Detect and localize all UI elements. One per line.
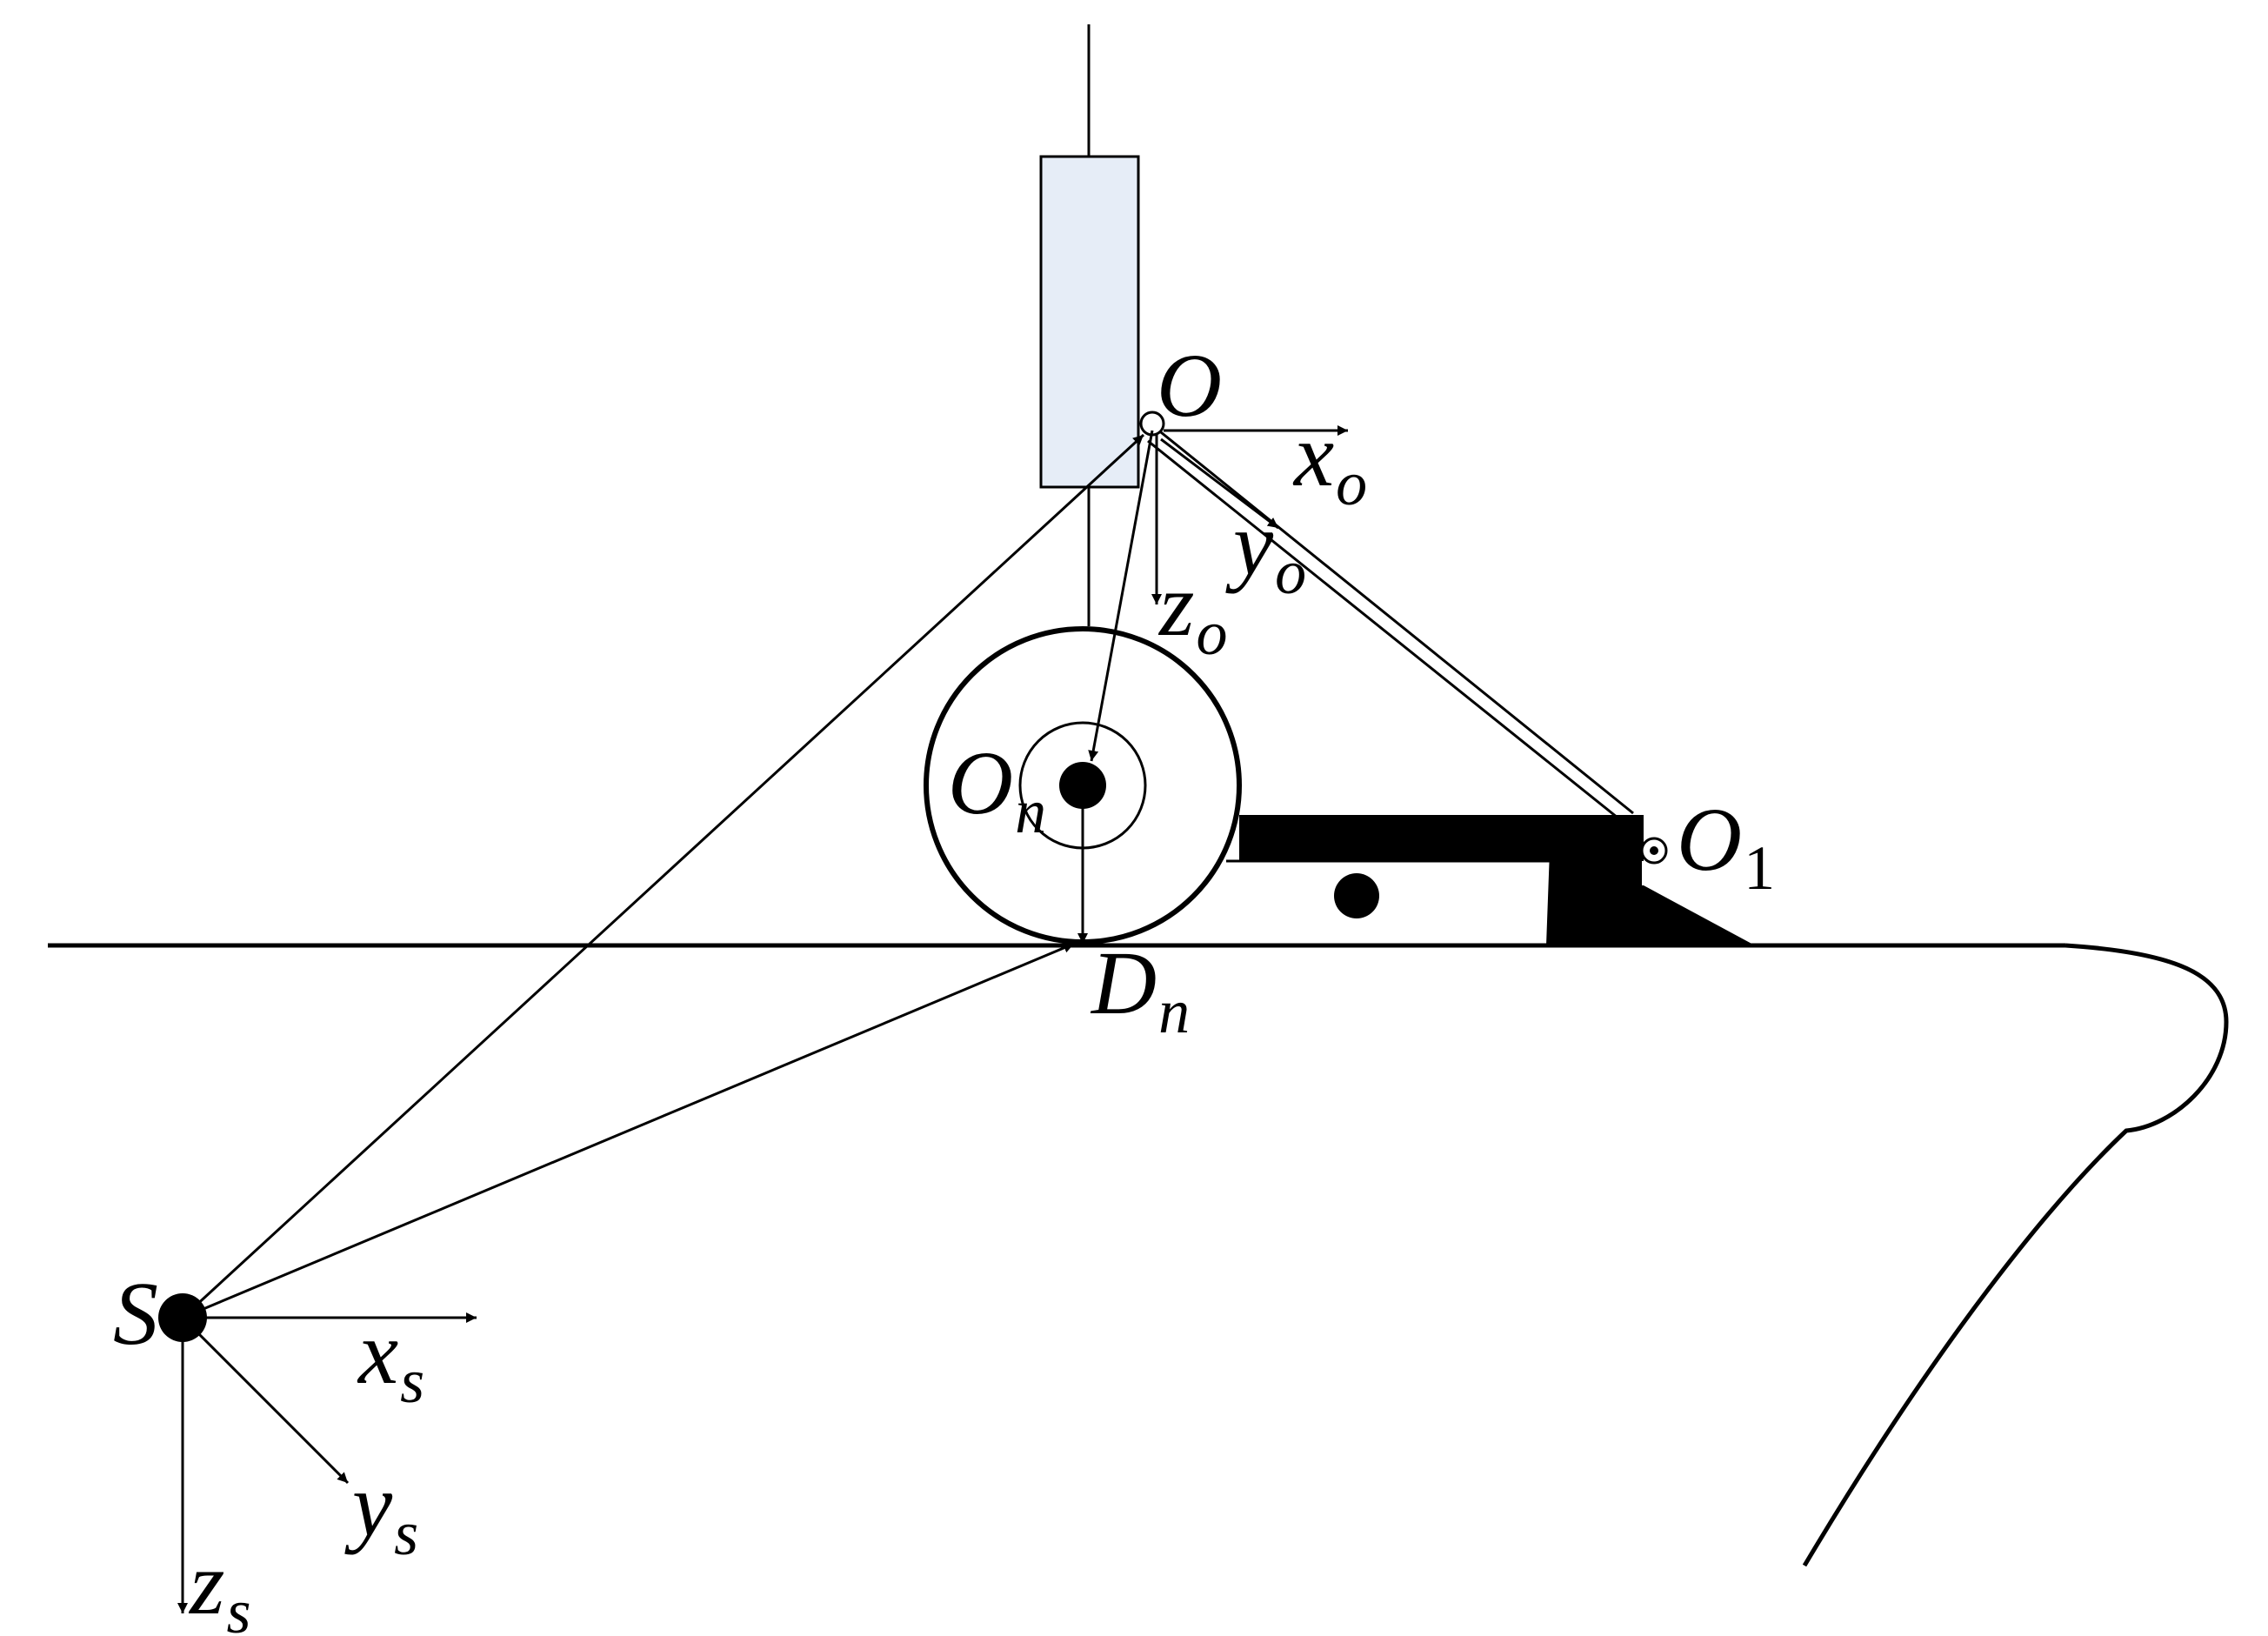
label-x-o: xo	[1292, 405, 1367, 518]
label-x-s: xs	[357, 1303, 424, 1416]
label-o: O	[1157, 336, 1222, 436]
vector-s-to-o	[181, 433, 1145, 1319]
vector-o-to-on	[1088, 430, 1154, 762]
vector-s-to-dn	[182, 942, 1075, 1319]
trailing-arm	[1239, 815, 1644, 861]
label-d-n: Dn	[1090, 933, 1190, 1046]
y-o-axis-arrow	[1160, 437, 1279, 530]
wheel-axle-point	[1059, 762, 1106, 809]
drag-link-a	[1156, 427, 1634, 815]
shock-absorber-cylinder	[1039, 155, 1140, 489]
drag-link-b	[1147, 439, 1623, 823]
label-y-s: ys	[344, 1455, 418, 1568]
label-o-n: On	[948, 733, 1046, 846]
hinge-o1-inner	[1650, 846, 1658, 855]
label-z-s: zs	[188, 1533, 251, 1636]
label-y-o: yo	[1225, 494, 1306, 607]
label-o-1: O1	[1677, 790, 1775, 903]
arm-inner-slot	[1226, 861, 1550, 878]
deck-edge-curve	[1802, 943, 2229, 1567]
label-s: S	[113, 1264, 158, 1364]
y-s-axis-arrow	[181, 1316, 350, 1485]
label-z-o: zo	[1157, 555, 1227, 668]
arm-bolt	[1334, 873, 1379, 918]
arm-hook-bracket	[1546, 851, 1755, 945]
